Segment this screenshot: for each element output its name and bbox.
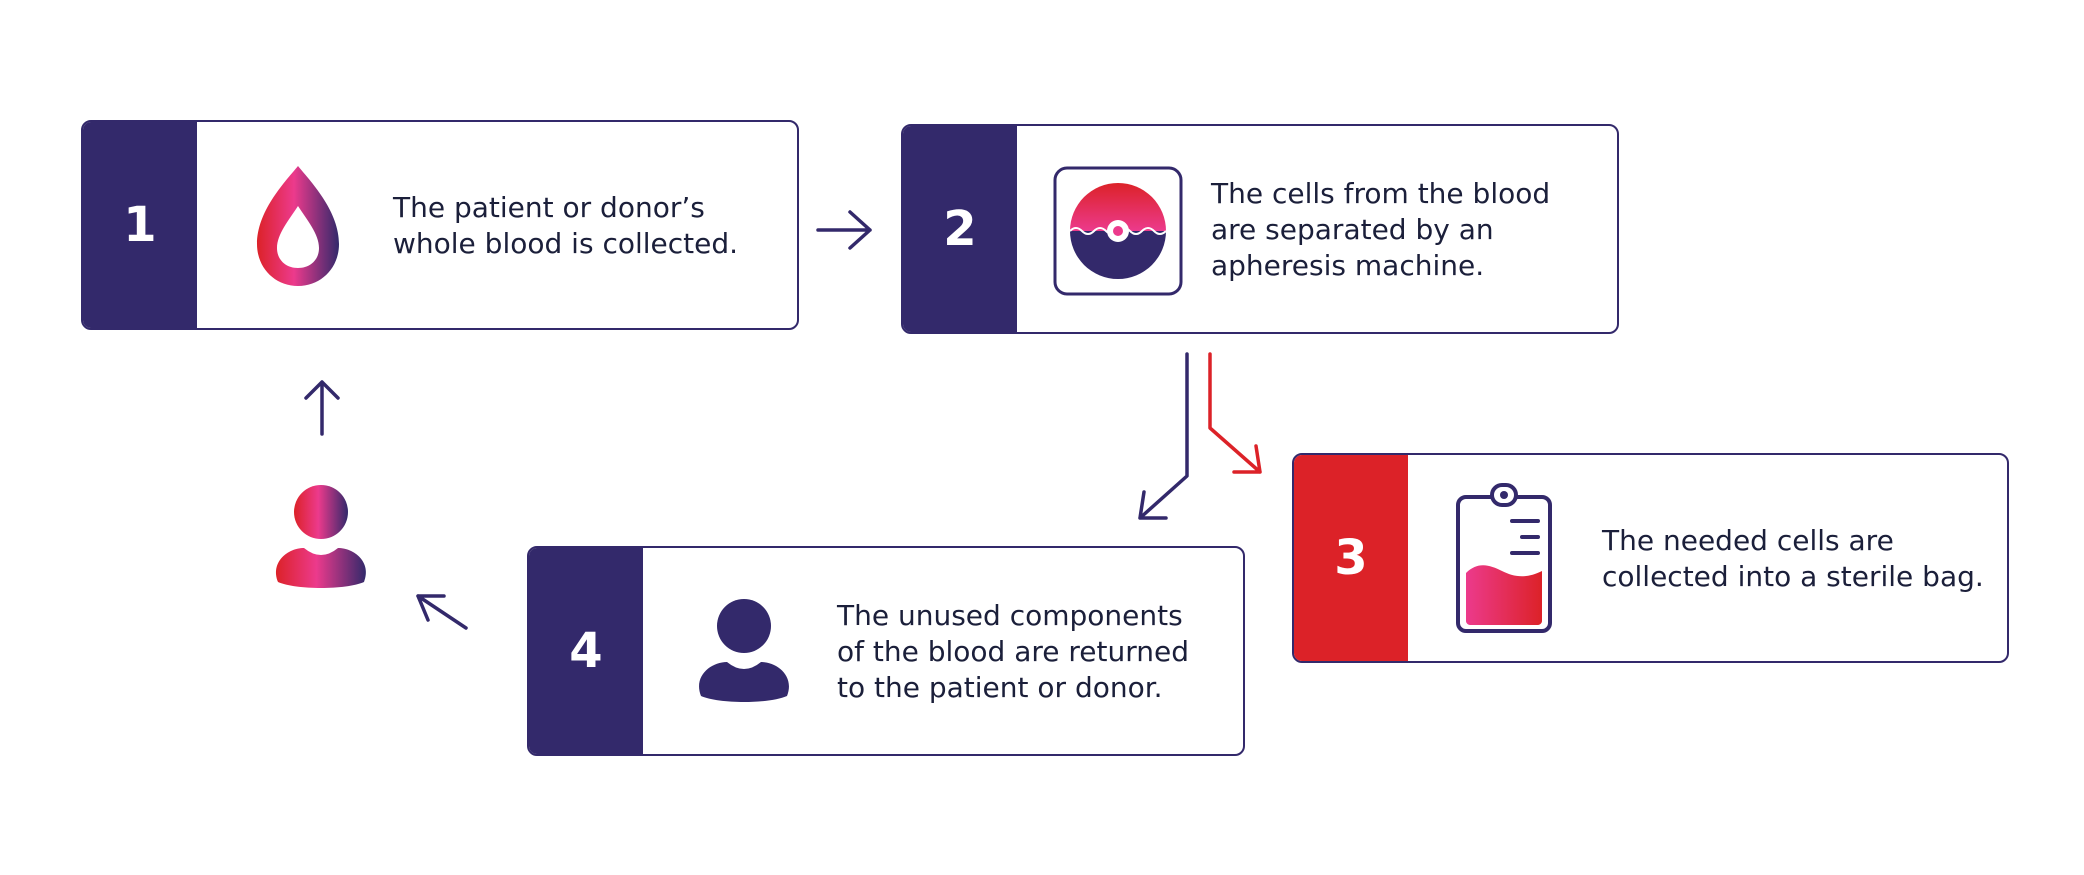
step-3-number: 3 (1294, 455, 1408, 661)
step-4-card: 4 The unused components of the blood are… (527, 546, 1245, 756)
arrow-step2-to-step3 (1208, 352, 1262, 474)
step-4-number: 4 (529, 548, 643, 754)
step-4-text: The unused components of the blood are r… (837, 599, 1190, 704)
step-1-card: 1 The patient or donor’s whole blood is … (81, 120, 799, 330)
patient-gradient-icon (276, 485, 366, 588)
step-3-text: The needed cells are collected into a st… (1602, 524, 1984, 593)
arrow-step4-to-patient (416, 594, 468, 630)
clipboard-bag-icon (1456, 483, 1552, 633)
step-1-number: 1 (83, 122, 197, 328)
arrow-patient-to-step1 (304, 380, 340, 436)
blood-drop-icon (257, 166, 339, 286)
step-1-text: The patient or donor’s whole blood is co… (393, 191, 739, 260)
apheresis-machine-icon (1053, 166, 1183, 296)
step-2-text: The cells from the blood are separated b… (1211, 177, 1551, 282)
step-3-card: 3 The needed cells are collected into a … (1292, 453, 2009, 663)
arrow-step2-to-step4 (1138, 352, 1189, 520)
step-2-number: 2 (903, 126, 1017, 332)
step-2-card: 2 The cells from the blood are separated… (901, 124, 1619, 334)
arrow-step1-to-step2 (816, 210, 872, 250)
person-icon (699, 599, 789, 702)
